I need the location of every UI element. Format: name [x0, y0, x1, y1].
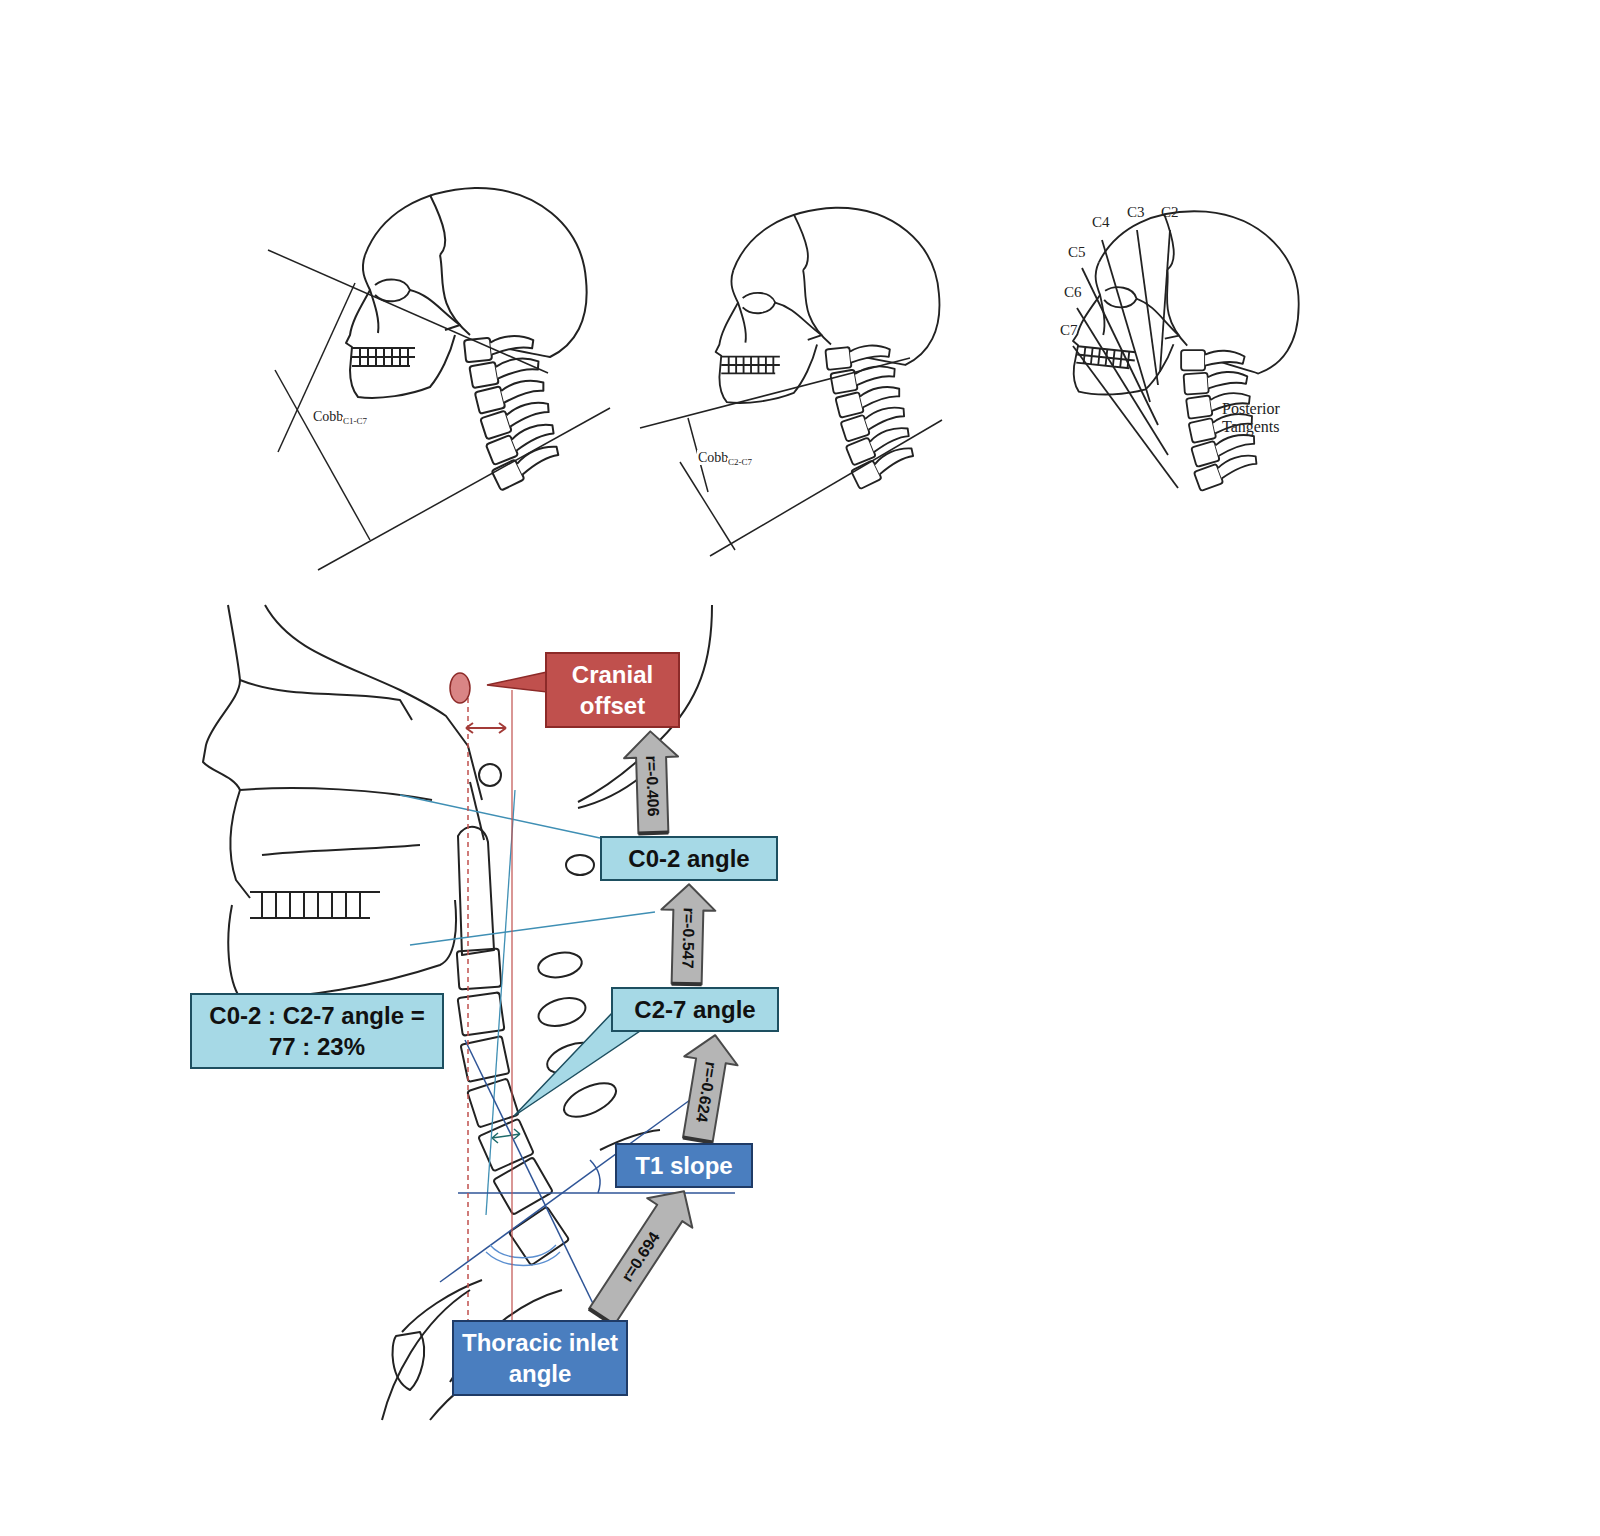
- vertebra-label: C4: [1092, 214, 1110, 231]
- slope-box: T1 slope: [615, 1143, 753, 1188]
- skull-neck-figure: [479, 764, 501, 786]
- cranial-offset-marks: [487, 672, 547, 692]
- correlation-value: r=-0.406: [643, 755, 661, 816]
- ratio-box: C0-2 : C2-7 angle = 77 : 23%: [190, 993, 444, 1069]
- posterior-tangent-lines: [1082, 268, 1158, 425]
- skull-neck-figure: [457, 949, 502, 990]
- skull-neck-figure: [240, 788, 432, 800]
- posterior-tangent-lines: [1077, 308, 1168, 455]
- skull-figure: [716, 208, 940, 489]
- cobb-lines: [268, 250, 942, 570]
- correlation-arrow: [624, 731, 678, 833]
- box-text: C2-7 angle: [619, 994, 771, 1025]
- cranial-offset-marks: [511, 690, 512, 1320]
- cobb-lines: [275, 370, 370, 540]
- skull-neck-figure: [240, 680, 412, 720]
- box-text: Thoracic inlet angle: [460, 1327, 620, 1389]
- cranial-offset-marks: [466, 723, 506, 733]
- correlation-value: r=-0.547: [679, 907, 696, 968]
- vertebra-label: C2: [1161, 204, 1179, 221]
- vertebra-label: C6: [1064, 284, 1082, 301]
- arrow-tail-cap: [638, 831, 668, 836]
- skull-neck-figure: [265, 605, 482, 800]
- vertebra-label: C3: [1127, 204, 1145, 221]
- vertebra-label: C7: [1060, 322, 1078, 339]
- skull-neck-figure: [203, 605, 240, 790]
- box-text: C0-2 : C2-7 angle = 77 : 23%: [198, 1000, 436, 1062]
- inlet-angle-box: Thoracic inlet angle: [452, 1320, 628, 1396]
- cobb-lines: [318, 408, 610, 570]
- measurement-label: C1-C7: [342, 417, 368, 427]
- skull-neck-figure: [578, 776, 642, 808]
- skull-neck-figure: [559, 1076, 621, 1123]
- skull-neck-figure: [228, 900, 456, 998]
- cobb-lines: [640, 358, 910, 428]
- measurement-lines: [410, 912, 655, 945]
- arrow-tail-cap: [672, 982, 702, 987]
- correlation-arrow: [661, 884, 715, 984]
- measurement-lines: [490, 1245, 556, 1258]
- cobb-lines: [710, 420, 942, 556]
- offset-box: Cranial offset: [545, 652, 680, 728]
- cranial-offset-marks: [467, 698, 469, 1320]
- skull-neck-figure: [250, 892, 380, 918]
- arrow-tail-cap: [683, 1138, 713, 1143]
- correlation-arrow: [683, 1035, 738, 1142]
- skull-neck-figure: [458, 992, 505, 1035]
- correlation-arrow: [589, 1191, 692, 1325]
- measurement-label: Cobb: [697, 450, 729, 465]
- angle-box: C2-7 angle: [611, 987, 779, 1032]
- cobb-lines: [680, 462, 735, 550]
- cranial-offset-marks: [450, 673, 470, 703]
- measurement-label: Cobb: [312, 409, 344, 424]
- skull-neck-figure: [230, 790, 250, 898]
- skull-figure: [346, 188, 1308, 499]
- vertebra-label: C5: [1068, 244, 1086, 261]
- measurement-label: C2-C7: [727, 458, 753, 468]
- skull-neck-figure: [262, 845, 420, 855]
- posterior-tangent-lines: [1073, 230, 1178, 488]
- skull-figure: [346, 188, 587, 491]
- skull-neck-figure: [393, 1332, 425, 1390]
- skull-figure: [1059, 199, 1308, 499]
- posterior-tangent-lines: [1160, 230, 1170, 372]
- cobb-lines: [268, 250, 548, 373]
- measurement-lines: [486, 1252, 560, 1266]
- box-text: Cranial offset: [553, 659, 672, 721]
- measurement-lines: [465, 1040, 600, 1318]
- box-text: C0-2 angle: [608, 843, 770, 874]
- measurement-lines: [590, 1160, 600, 1193]
- box-text: T1 slope: [623, 1150, 745, 1181]
- measurement-lines: [486, 790, 515, 1215]
- measurement-lines: [458, 1192, 735, 1194]
- cranial-offset-marks: [450, 672, 547, 1320]
- vertebra-label: Posterior Tangents: [1222, 400, 1314, 435]
- measurement-lines: [492, 1129, 520, 1143]
- skull-neck-figure: [535, 993, 588, 1031]
- skull-neck-figure: [536, 949, 583, 980]
- posterior-tangent-lines: [1073, 346, 1178, 488]
- posterior-tangent-lines: [1102, 240, 1150, 402]
- skull-neck-figure: [566, 855, 594, 875]
- angle-box: C0-2 angle: [600, 836, 778, 881]
- posterior-tangent-lines: [1137, 230, 1158, 385]
- measurement-lines: [400, 795, 600, 838]
